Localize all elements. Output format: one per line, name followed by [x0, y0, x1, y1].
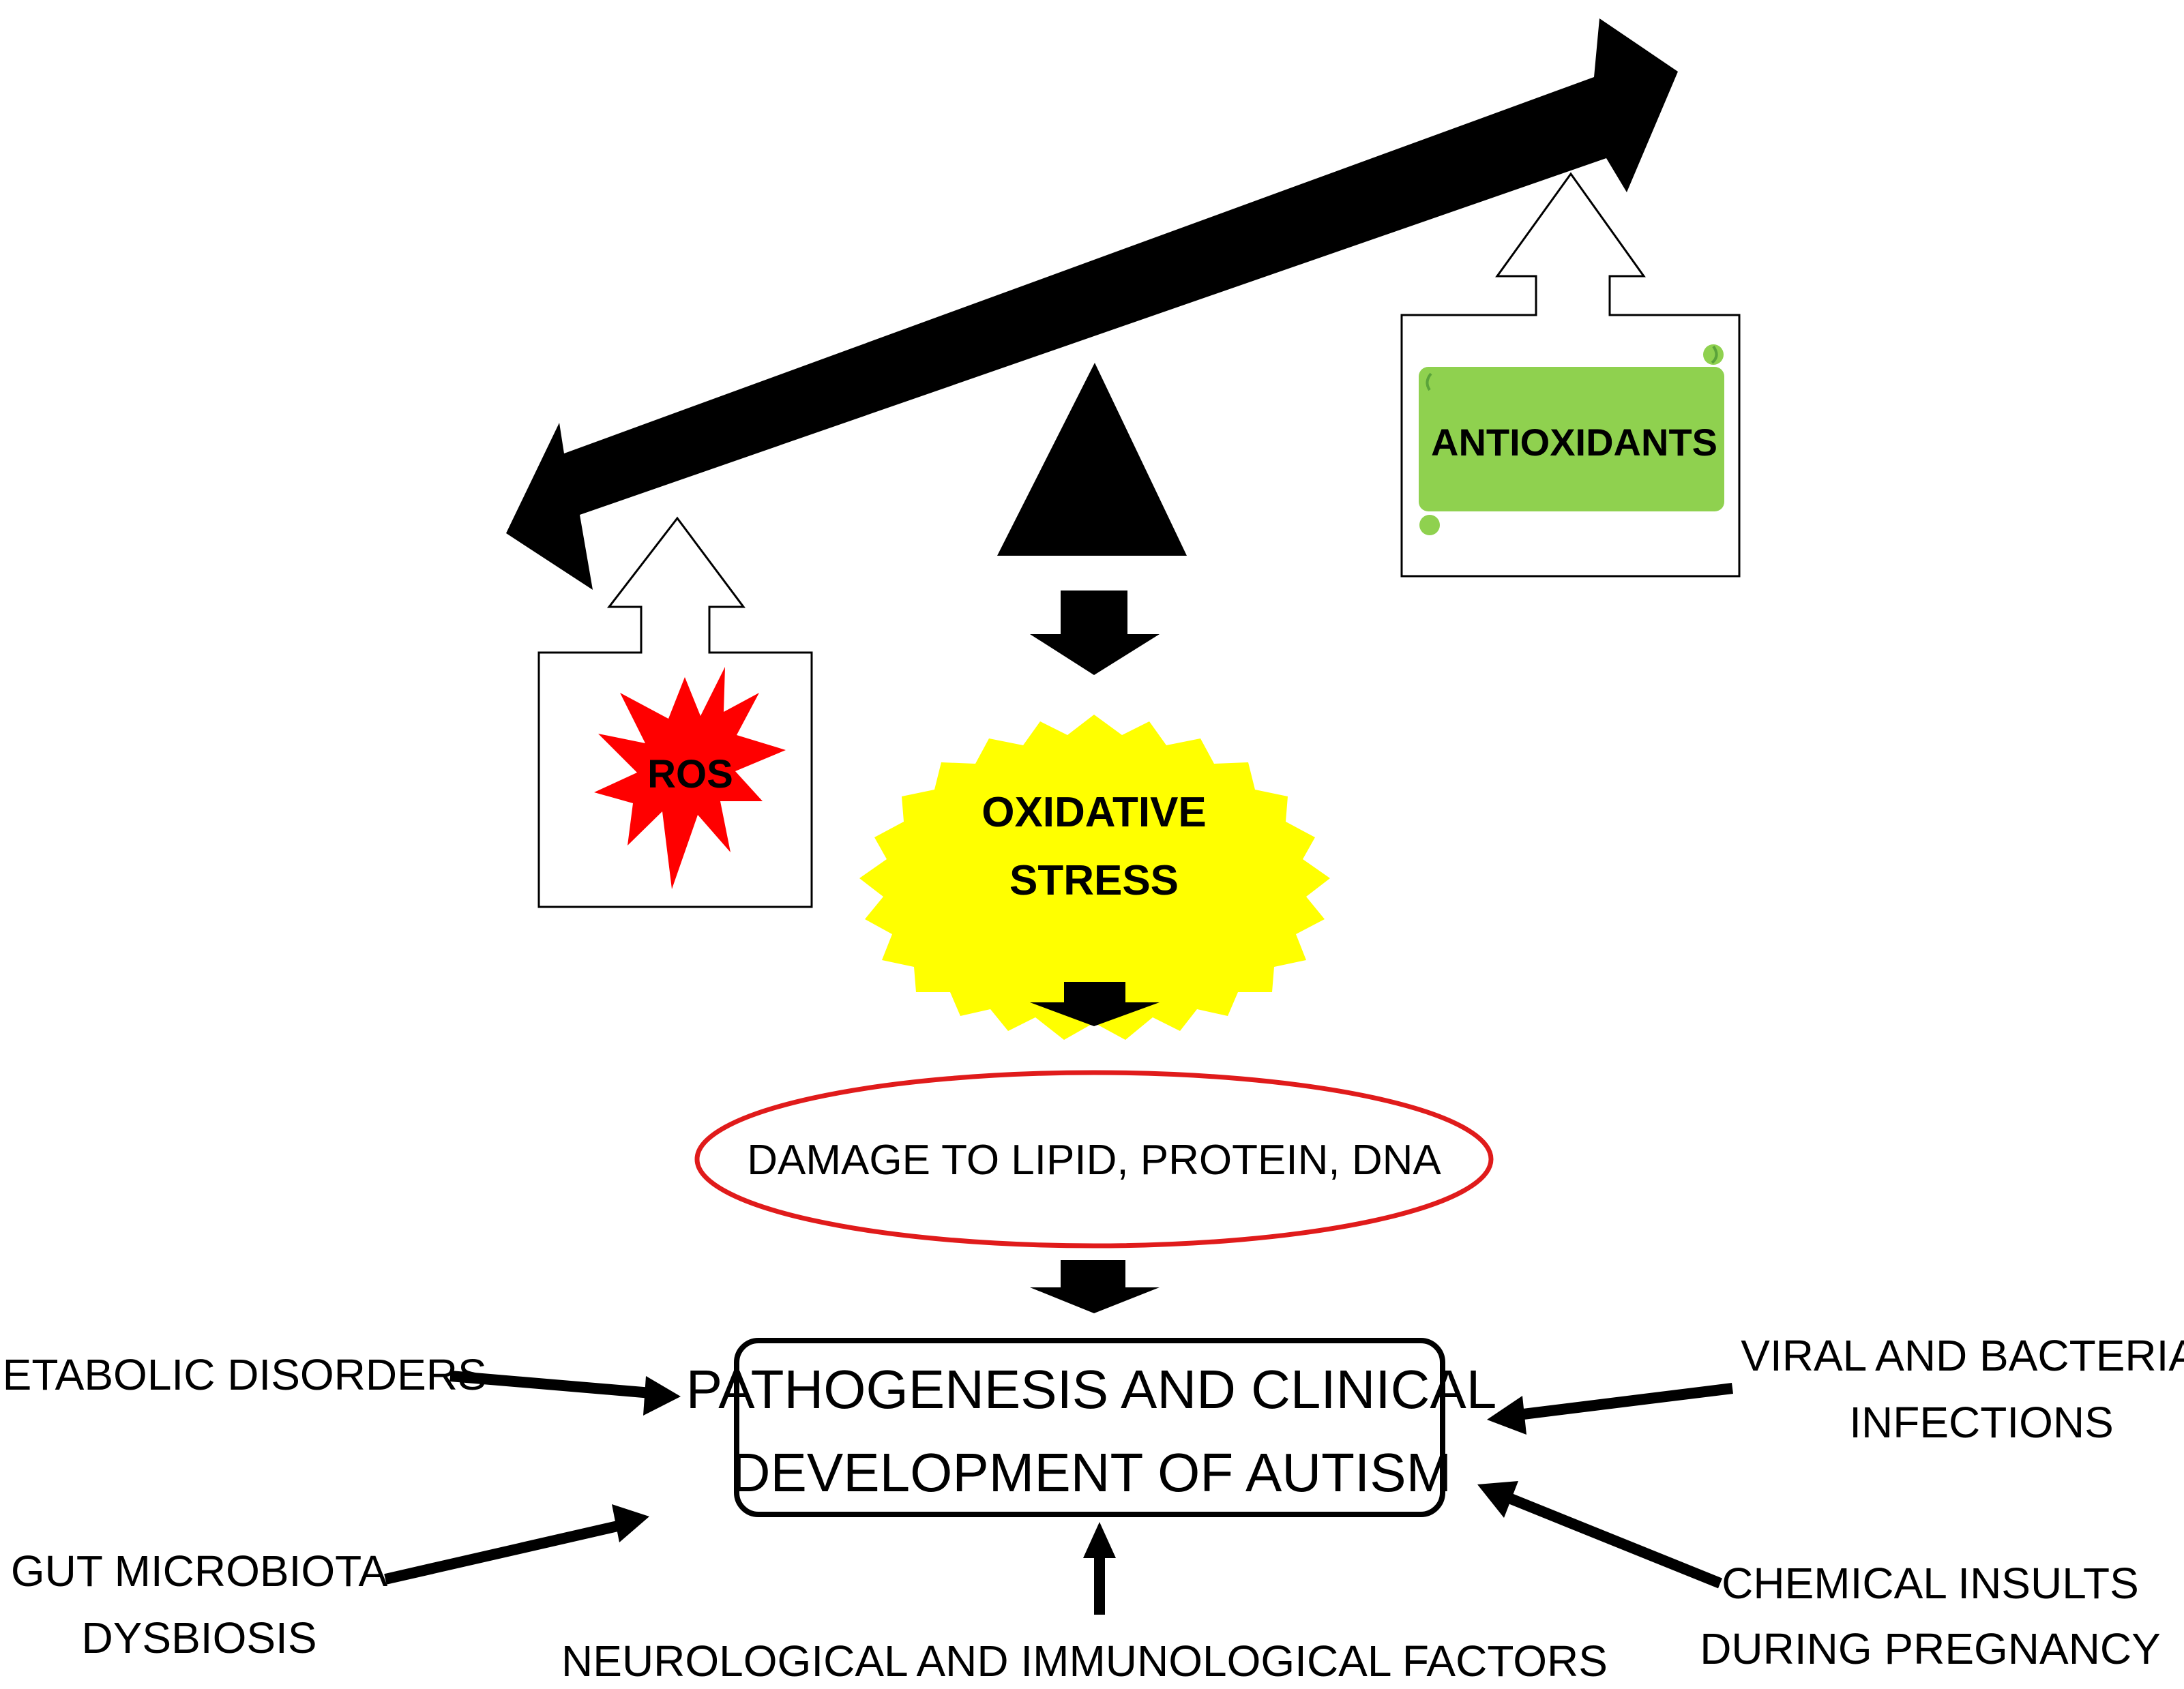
outcome-label-line1: PATHOGENESIS AND CLINICAL [686, 1359, 1496, 1420]
factor-metabolic: METABOLIC DISORDERS [0, 1350, 681, 1416]
viral-label-line1: VIRAL AND BACTERIAL [1741, 1331, 2184, 1380]
gut-arrow-shaft [384, 1520, 622, 1585]
down-arrow-to-damage [1030, 982, 1160, 1026]
chemical-label-line1: CHEMICAL INSULTS [1722, 1559, 2139, 1608]
outcome-label-line2: DEVELOPMENT OF AUTISM [731, 1442, 1451, 1503]
damage-ellipse-outline [694, 1070, 1494, 1249]
viral-arrowhead [1487, 1396, 1526, 1435]
factor-gut: GUT MICROBIOTA DYSBIOSIS [11, 1504, 649, 1662]
oxidative-stress-burst: OXIDATIVE STRESS [859, 715, 1330, 1040]
factor-neuro: NEUROLOGICAL AND IMMUNOLOGICAL FACTORS [561, 1522, 1608, 1686]
chemical-label-line2: DURING PREGNANCY [1700, 1624, 2161, 1673]
gut-arrowhead [612, 1504, 649, 1542]
chemical-arrow-shaft [1505, 1492, 1722, 1589]
ros-box: ROS [537, 516, 813, 908]
outcome-box: PATHOGENESIS AND CLINICAL DEVELOPMENT OF… [686, 1338, 1496, 1517]
factor-viral: VIRAL AND BACTERIAL INFECTIONS [1487, 1331, 2184, 1447]
metabolic-arrow-shaft [449, 1371, 652, 1399]
down-arrow-to-stress [1030, 591, 1160, 675]
ros-label: ROS [647, 752, 733, 796]
fulcrum-triangle [997, 363, 1187, 556]
neuro-arrowhead [1083, 1522, 1116, 1558]
gut-label-line2: DYSBIOSIS [82, 1613, 317, 1662]
stress-label-line2: STRESS [1009, 857, 1179, 904]
metabolic-label: METABOLIC DISORDERS [0, 1350, 487, 1399]
scroll-curl-bottom [1419, 515, 1440, 535]
antioxidants-box: ANTIOXIDANTS [1400, 172, 1741, 578]
scroll-curl-line-top [1711, 345, 1718, 364]
metabolic-arrowhead [643, 1376, 681, 1416]
antioxidants-label: ANTIOXIDANTS [1431, 421, 1717, 464]
scroll-curl-line-left [1426, 372, 1432, 391]
viral-arrow-shaft [1517, 1383, 1733, 1420]
outcome-box-frame [734, 1338, 1445, 1517]
antioxidants-scroll [1419, 344, 1724, 535]
stress-label-line1: OXIDATIVE [982, 789, 1207, 836]
viral-label-line2: INFECTIONS [1849, 1398, 2114, 1447]
gut-label-line1: GUT MICROBIOTA [11, 1546, 388, 1596]
antioxidants-scroll-body [1419, 367, 1724, 511]
ros-starburst [594, 667, 786, 889]
balance-beam-arrow [506, 18, 1678, 590]
scroll-curl-top [1703, 344, 1724, 365]
damage-label: DAMAGE TO LIPID, PROTEIN, DNA [747, 1137, 1441, 1184]
factor-chemical: CHEMICAL INSULTS DURING PREGNANCY [1477, 1481, 2161, 1673]
neuro-label: NEUROLOGICAL AND IMMUNOLOGICAL FACTORS [561, 1636, 1608, 1686]
stress-starburst [859, 715, 1330, 1040]
down-arrow-to-outcome [1030, 1260, 1160, 1313]
chemical-arrowhead [1477, 1481, 1518, 1518]
damage-ellipse: DAMAGE TO LIPID, PROTEIN, DNA [694, 1070, 1494, 1249]
